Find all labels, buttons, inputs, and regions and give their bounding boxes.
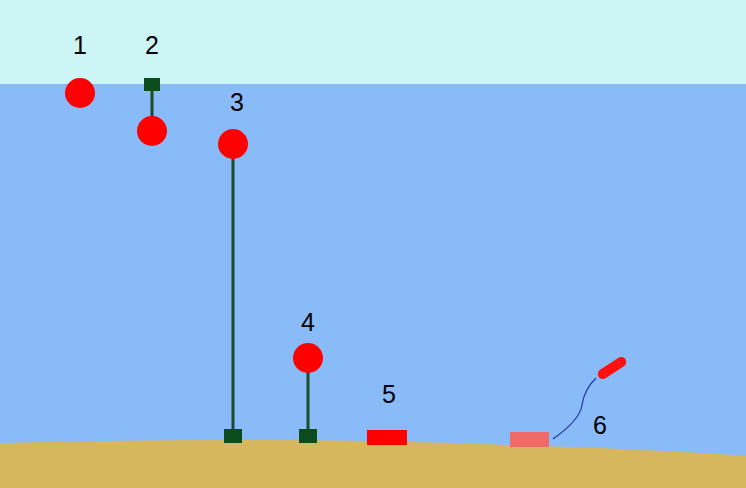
mooring-line	[232, 150, 235, 432]
callout-number: 6	[593, 413, 607, 438]
callout-number: 2	[145, 33, 159, 58]
float	[144, 78, 160, 91]
buoy	[65, 78, 95, 108]
seabed	[0, 440, 746, 488]
callout-number: 3	[230, 90, 244, 115]
water	[0, 84, 746, 488]
release-line	[553, 378, 596, 439]
buoy	[137, 116, 167, 146]
callout-number: 1	[73, 33, 87, 58]
callout-number: 5	[382, 382, 396, 407]
released-float	[596, 355, 628, 381]
anchor	[299, 429, 317, 443]
callout-number: 4	[301, 310, 315, 335]
buoy	[218, 129, 248, 159]
sky	[0, 0, 746, 84]
bottom-block	[367, 430, 407, 445]
anchor	[224, 429, 242, 443]
bottom-block	[510, 432, 549, 447]
mooring-line	[307, 365, 310, 432]
buoy	[293, 343, 323, 373]
